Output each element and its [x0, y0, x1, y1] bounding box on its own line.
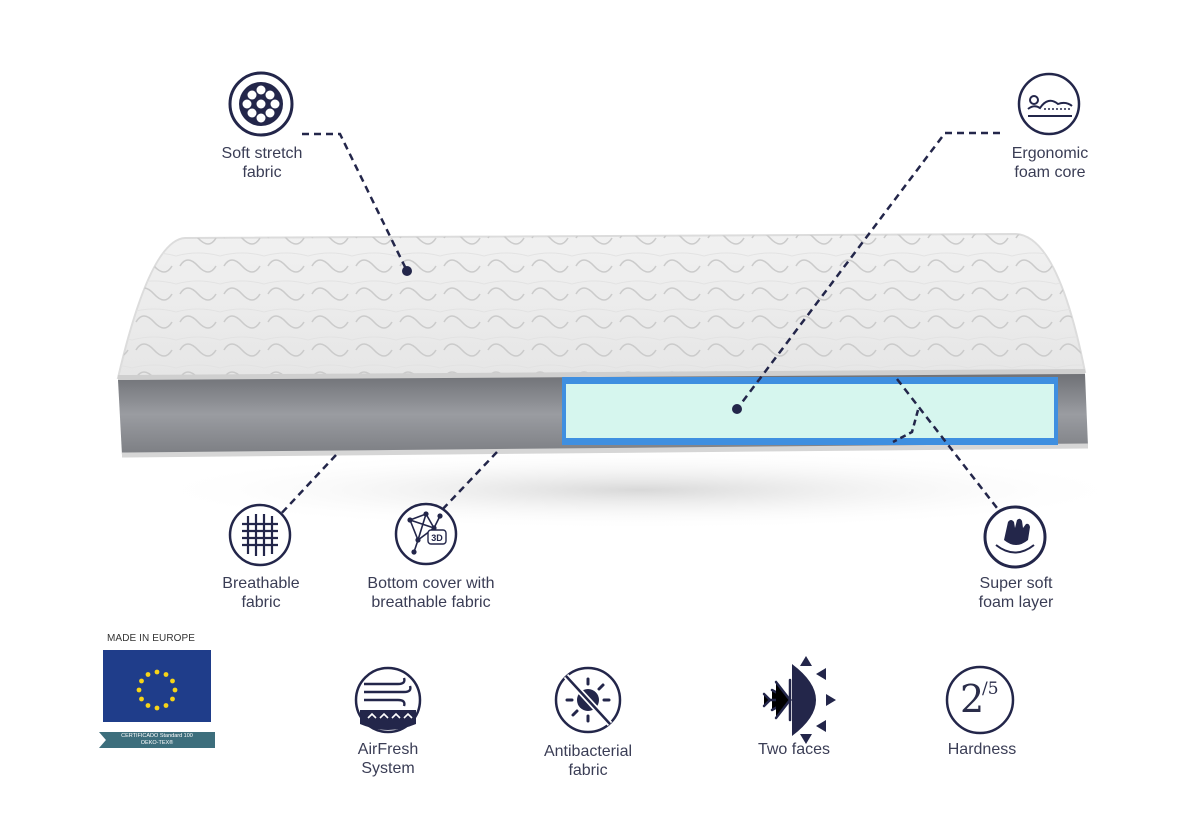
- hardness-badge-icon: [945, 665, 1015, 735]
- mesh-weave-icon: [228, 503, 292, 567]
- oeko-tex-line2: OEKO-TEX®: [140, 740, 174, 746]
- label-soft-stretch-line2: fabric: [242, 164, 282, 181]
- mattress-quilting: [118, 234, 1085, 378]
- made-in-europe-label: MADE IN EUROPE: [107, 633, 196, 644]
- label-super-soft-line2: foam layer: [978, 594, 1054, 611]
- label-ergonomic-line2: foam core: [1014, 164, 1086, 181]
- label-soft-stretch-line1: Soft stretch: [221, 145, 303, 162]
- foam-core-layer: [566, 384, 1054, 438]
- label-breathable-line1: Breathable: [222, 575, 300, 592]
- label-breathable: Breathable fabric: [208, 574, 314, 612]
- press-hand-icon: [983, 505, 1047, 569]
- mattress-edge-binding: [117, 369, 1086, 381]
- label-antibacterial-line1: Antibacterial: [543, 743, 633, 760]
- eu-stars-icon: [136, 669, 178, 711]
- callout-bottom-cover: [439, 451, 498, 513]
- 3d-network-icon: 3D: [394, 502, 458, 566]
- body-contour-icon: [1017, 72, 1081, 136]
- oeko-tex-strip: CERTIFICADO Standard 100 OEKO-TEX®: [99, 732, 215, 748]
- label-airfresh-line1: AirFresh: [357, 741, 419, 758]
- mattress-shadow: [140, 450, 1140, 530]
- 3d-icon-text: 3D: [431, 533, 443, 543]
- label-breathable-line2: fabric: [241, 594, 281, 611]
- dots-grid-icon: [228, 71, 294, 137]
- hardness-number: 2: [960, 677, 985, 721]
- hardness-value: 2 /5: [946, 668, 1012, 734]
- oeko-tex-line1: CERTIFICADO Standard 100: [121, 733, 193, 739]
- label-soft-stretch: Soft stretch fabric: [206, 144, 318, 182]
- callout-ergonomic-core: [732, 131, 1000, 414]
- label-hardness-line1: Hardness: [947, 741, 1017, 758]
- label-bottom-cover-line2: breathable fabric: [371, 594, 491, 611]
- label-bottom-cover-line1: Bottom cover with: [367, 575, 495, 592]
- callout-breathable: [277, 454, 337, 518]
- hardness-scale: /5: [982, 679, 999, 699]
- mattress-bottom-binding: [121, 443, 1089, 458]
- label-super-soft-line1: Super soft: [979, 575, 1053, 592]
- air-flow-icon: [354, 666, 422, 734]
- label-hardness: Hardness: [932, 740, 1032, 759]
- label-antibacterial: Antibacterial fabric: [528, 742, 648, 780]
- mattress: [116, 232, 1089, 458]
- label-airfresh: AirFresh System: [340, 740, 436, 778]
- label-super-soft: Super soft foam layer: [966, 574, 1066, 612]
- label-two-faces-line1: Two faces: [757, 741, 831, 758]
- label-two-faces: Two faces: [744, 740, 844, 759]
- label-ergonomic-line1: Ergonomic: [1011, 145, 1089, 162]
- snow-sun-icon: [762, 656, 836, 744]
- label-antibacterial-line2: fabric: [568, 762, 608, 779]
- callout-super-soft: [892, 378, 998, 509]
- label-ergonomic-core: Ergonomic foam core: [1000, 144, 1100, 182]
- label-bottom-cover: Bottom cover with breathable fabric: [358, 574, 504, 612]
- callout-soft-stretch: [302, 132, 412, 276]
- label-airfresh-line2: System: [361, 760, 415, 777]
- no-bacteria-icon: [554, 666, 622, 734]
